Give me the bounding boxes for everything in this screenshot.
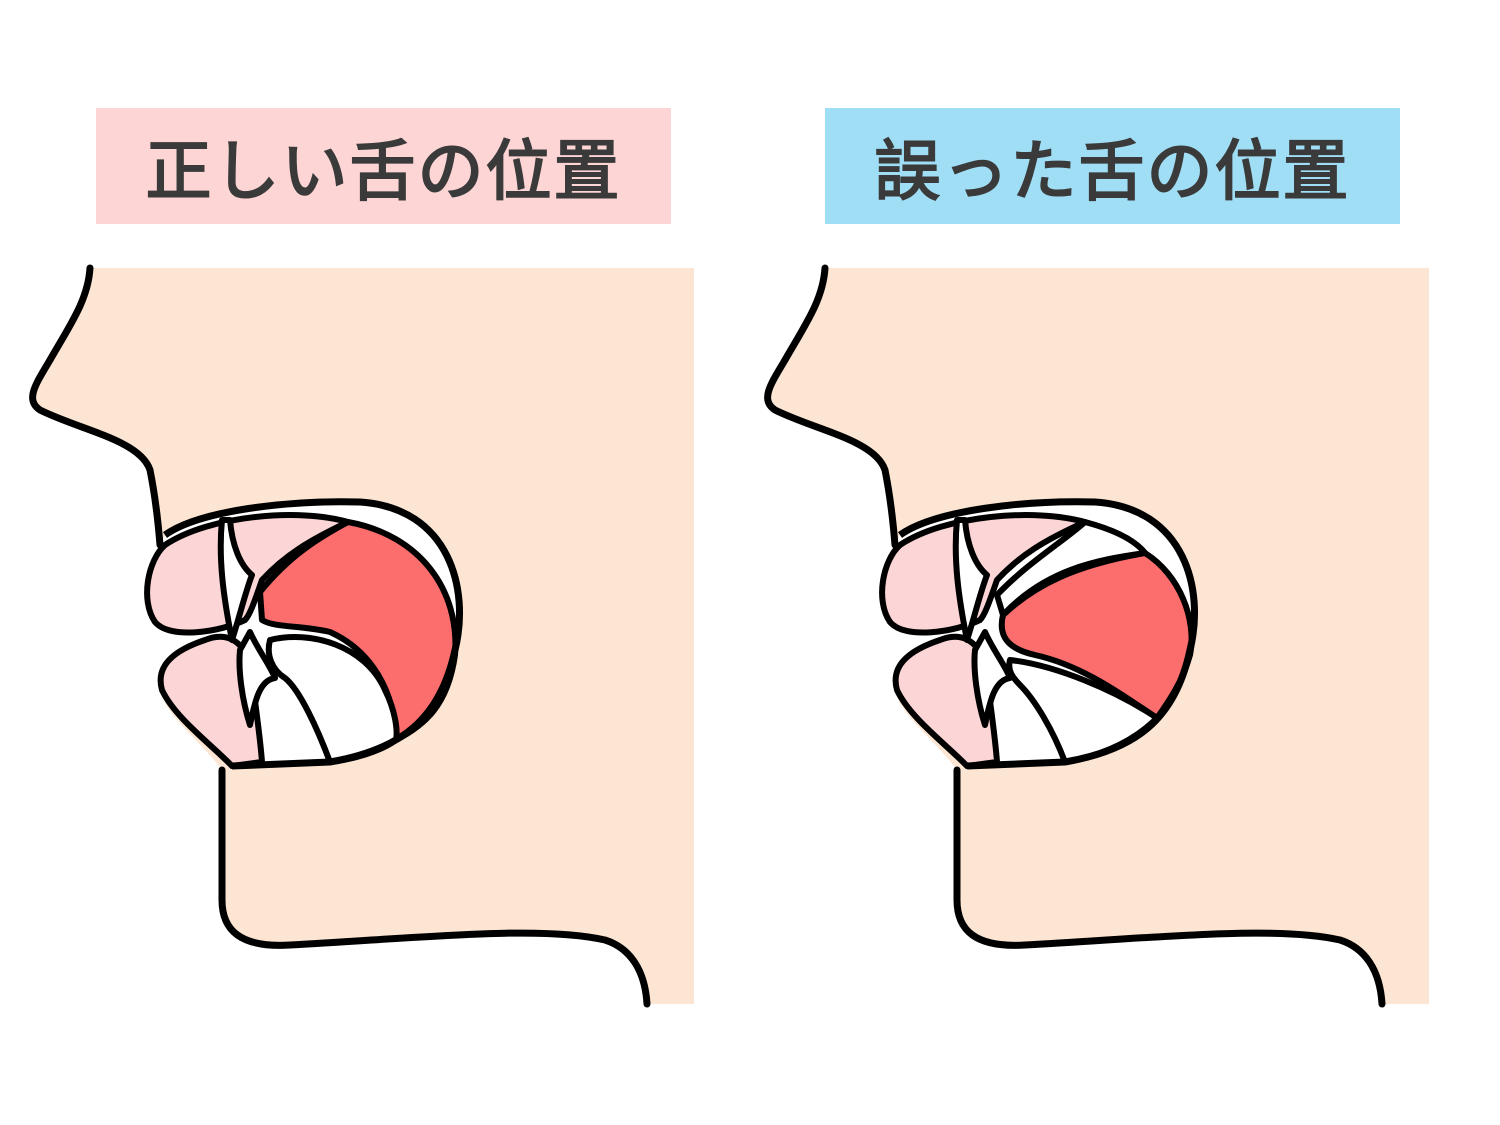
upper-incisor (952, 517, 990, 643)
correct-position-label: 正しい舌の位置 (96, 108, 671, 224)
mouth-outline (897, 498, 1199, 770)
upper-incisor (217, 517, 255, 643)
face-profile-outline (764, 264, 1386, 1008)
lower-incisor (971, 629, 1013, 728)
face-profile-outline (29, 264, 651, 1008)
incorrect-profile-illustration (764, 264, 1429, 1008)
correct-position-label-text: 正しい舌の位置 (145, 133, 622, 210)
lower-incisor (236, 629, 278, 728)
incorrect-position-label-text: 誤った舌の位置 (874, 133, 1351, 210)
incorrect-position-label: 誤った舌の位置 (825, 108, 1400, 224)
correct-profile-illustration (29, 264, 694, 1008)
mouth-outline (162, 498, 464, 770)
